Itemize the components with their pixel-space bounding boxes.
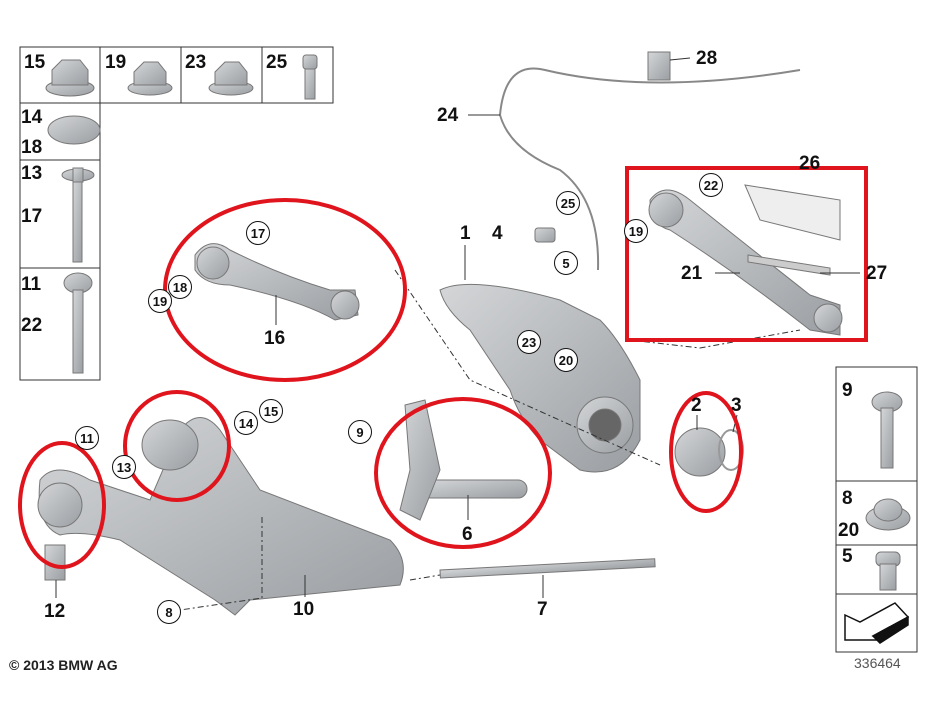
grid-label: 13 (21, 163, 43, 184)
callout-8: 8 (157, 600, 181, 624)
callout-18: 18 (168, 275, 192, 299)
callout-19: 19 (148, 289, 172, 313)
callout-28: 28 (696, 48, 718, 69)
callout-20: 20 (554, 348, 578, 372)
callout-5: 5 (554, 251, 578, 275)
grid-label: 19 (105, 52, 127, 73)
callout-17: 17 (246, 221, 270, 245)
callout-7: 7 (537, 599, 548, 620)
highlight-marks (18, 166, 868, 569)
callout-2: 2 (691, 395, 702, 416)
grid-label: 11 (21, 274, 42, 295)
callout-16: 16 (264, 328, 286, 349)
callout-27: 27 (866, 263, 888, 284)
callout-3: 3 (731, 395, 742, 416)
leader-lines (55, 57, 860, 611)
callout-12: 12 (44, 601, 66, 622)
grid-label: 18 (21, 137, 43, 158)
callout-14: 14 (234, 411, 258, 435)
arrow-icon (844, 602, 910, 644)
callout-13: 13 (112, 455, 136, 479)
callout-11: 11 (75, 426, 99, 450)
grid-label: 15 (24, 52, 46, 73)
grid-label: 5 (842, 546, 853, 567)
grid-label: 8 (842, 488, 853, 509)
grid-label: 25 (266, 52, 288, 73)
grid-label: 14 (21, 107, 43, 128)
callout-4: 4 (492, 223, 503, 244)
hardware-parts (37, 51, 911, 616)
callout-21: 21 (681, 263, 703, 284)
grid-label: 22 (21, 315, 43, 336)
callout-19: 19 (624, 219, 648, 243)
grid-label: 23 (185, 52, 207, 73)
hardware-grid (19, 46, 918, 653)
sensor-cable (499, 67, 801, 471)
grid-label: 20 (838, 520, 860, 541)
callout-9: 9 (348, 420, 372, 444)
callout-10: 10 (293, 599, 315, 620)
callout-22: 22 (699, 173, 723, 197)
callout-1: 1 (460, 223, 471, 244)
callout-24: 24 (437, 105, 459, 126)
grid-label: 17 (21, 206, 43, 227)
callout-15: 15 (259, 399, 283, 423)
callout-23: 23 (517, 330, 541, 354)
copyright: © 2013 BMW AG (9, 657, 118, 673)
callout-26: 26 (799, 153, 821, 174)
diagram-number: 336464 (854, 655, 901, 671)
callout-25: 25 (556, 191, 580, 215)
grid-label: 9 (842, 380, 853, 401)
callout-6: 6 (462, 524, 473, 545)
